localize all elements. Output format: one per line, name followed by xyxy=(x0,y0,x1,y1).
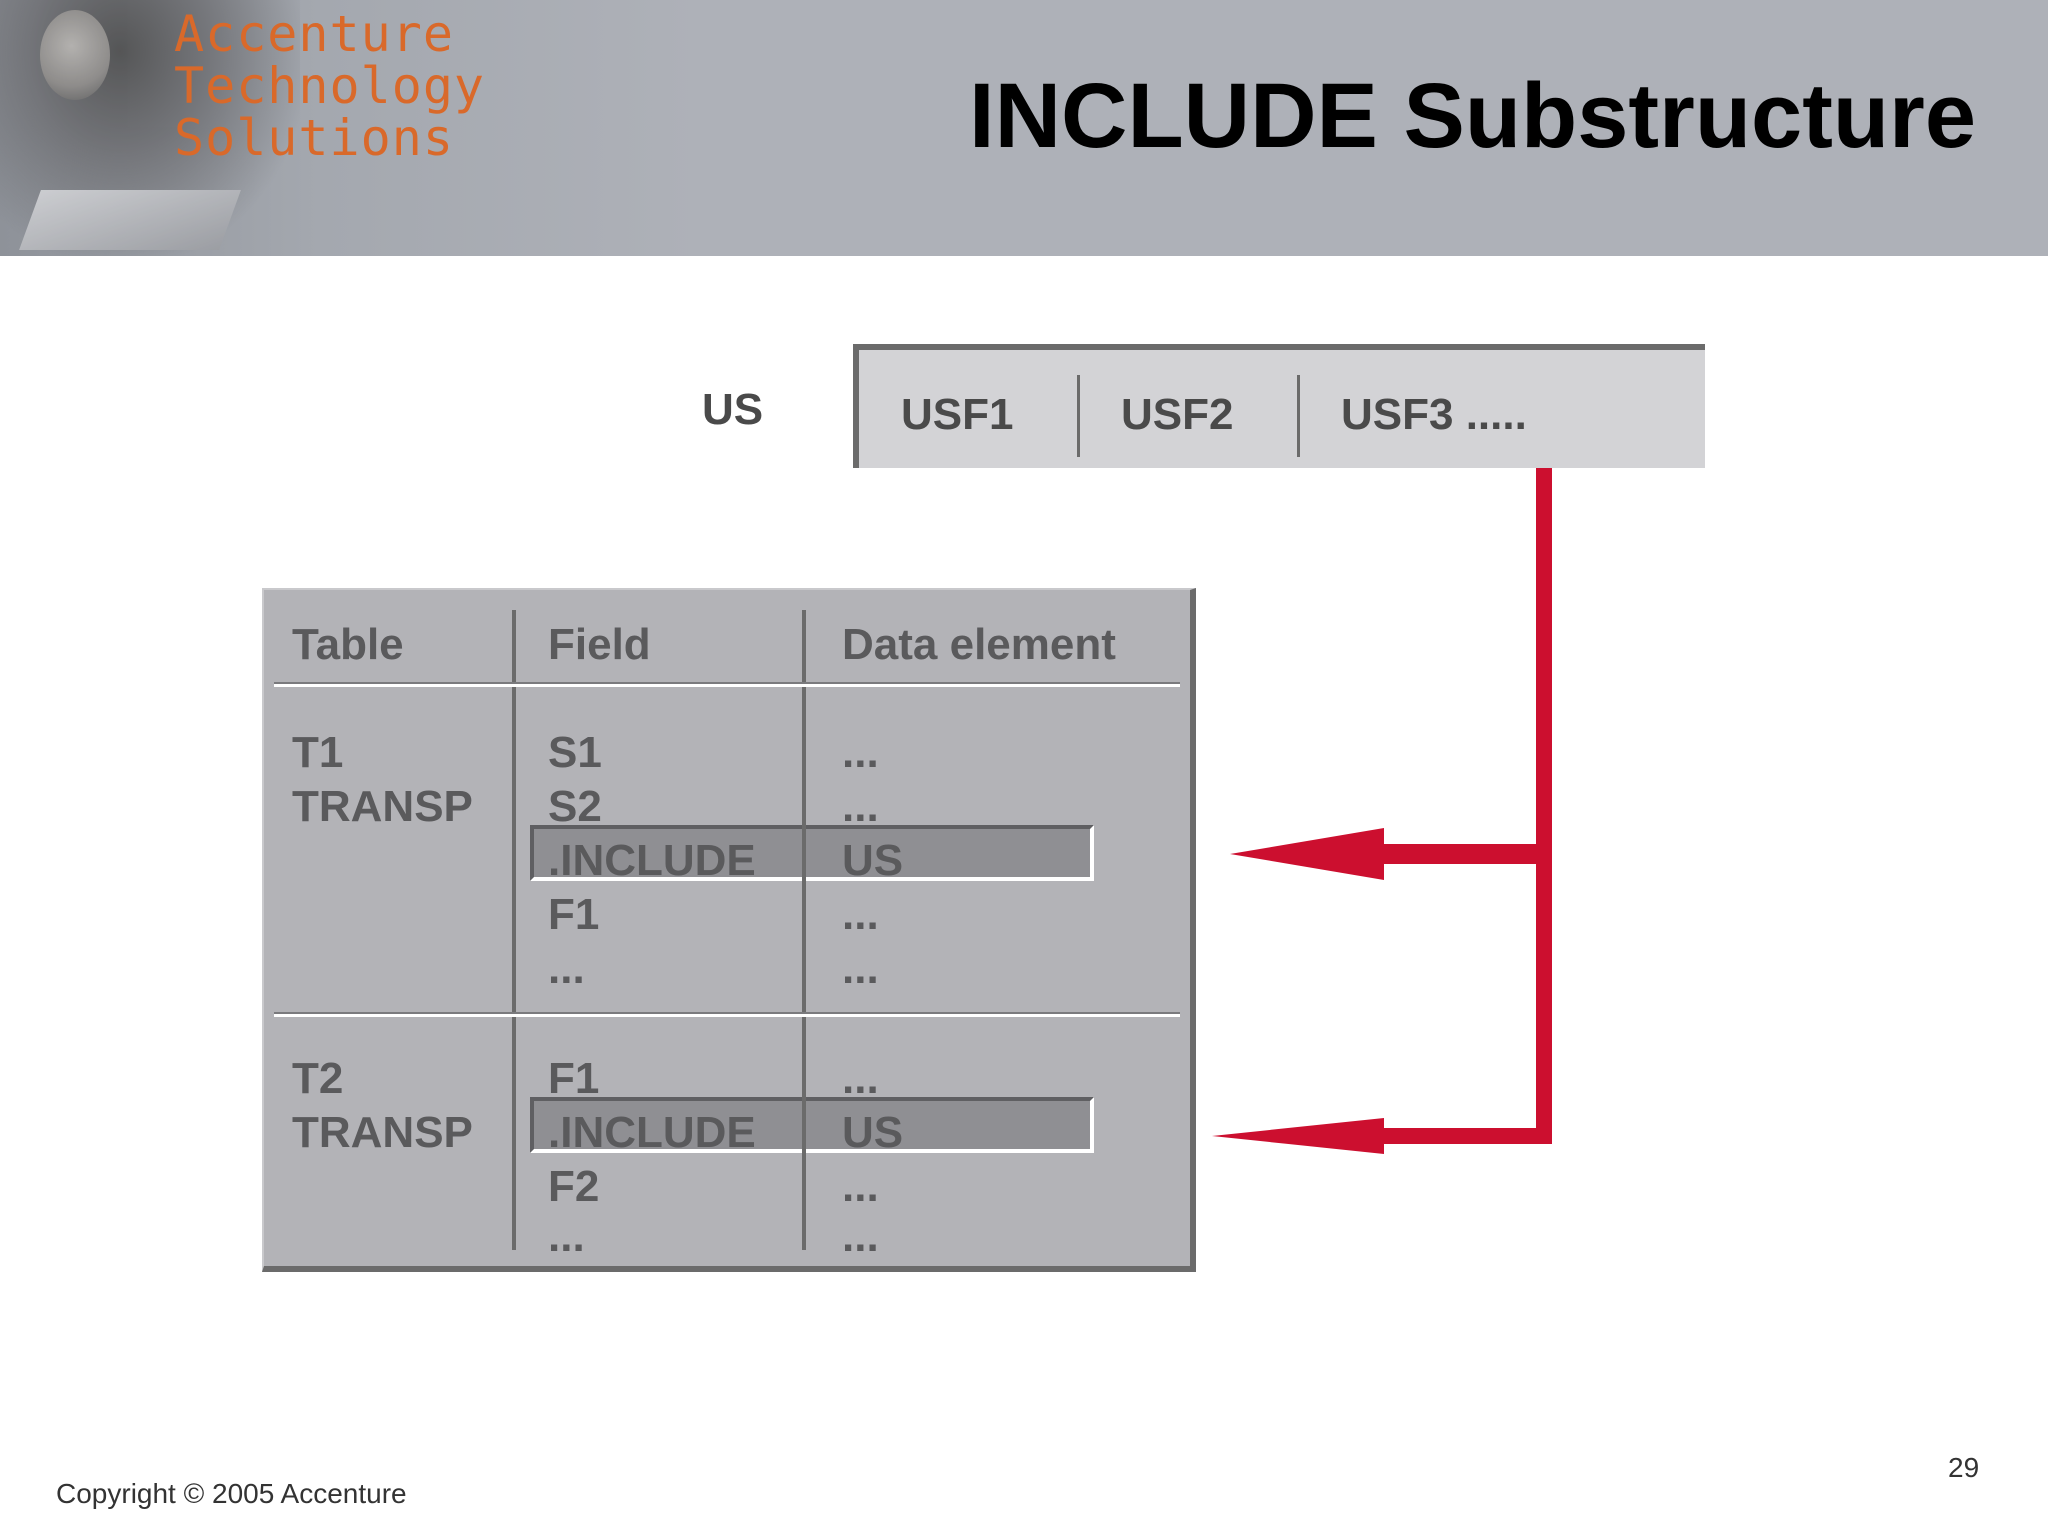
column-divider xyxy=(512,610,516,1250)
accenture-logo: Accenture Technology Solutions xyxy=(174,8,485,164)
table-type-t1: TRANSP xyxy=(292,782,473,831)
field-divider xyxy=(1297,375,1300,457)
field-cell: F1 xyxy=(548,1054,600,1103)
slide-header: Accenture Technology Solutions INCLUDE S… xyxy=(0,0,2048,256)
column-divider xyxy=(802,610,806,1250)
field-cell: S2 xyxy=(548,782,602,831)
include-field-cell: .INCLUDE xyxy=(548,1108,756,1157)
header-photo xyxy=(0,0,300,256)
include-table: Table Field Data element T1 TRANSP S1 ..… xyxy=(262,588,1196,1272)
structure-field-3: USF3 ..... xyxy=(1341,390,1527,439)
connector-branch-2 xyxy=(1380,1128,1552,1144)
element-cell: ... xyxy=(842,1162,879,1211)
include-highlight-t2 xyxy=(530,1097,1094,1153)
logo-line-2: Technology xyxy=(174,57,486,115)
field-cell: F1 xyxy=(548,890,600,939)
page-number: 29 xyxy=(1948,1452,1980,1483)
table-name-t2: T2 xyxy=(292,1054,344,1103)
header-field: Field xyxy=(548,620,651,669)
copyright-text: Copyright © 2005 Accenture xyxy=(56,1478,407,1509)
field-cell: ... xyxy=(548,944,585,993)
include-field-cell: .INCLUDE xyxy=(548,836,756,885)
structure-field-2: USF2 xyxy=(1121,390,1234,439)
table-type-t2: TRANSP xyxy=(292,1108,473,1157)
logo-line-1: Accenture xyxy=(174,5,454,63)
arrowhead-2 xyxy=(1212,1118,1384,1154)
structure-name: US xyxy=(702,385,764,434)
slide-title: INCLUDE Substructure xyxy=(969,65,1976,167)
element-cell: ... xyxy=(842,1212,879,1261)
table-name-t1: T1 xyxy=(292,728,344,777)
element-cell: ... xyxy=(842,782,879,831)
group-divider xyxy=(274,1012,1180,1017)
structure-field-1: USF1 xyxy=(901,390,1014,439)
logo-line-3: Solutions xyxy=(174,109,454,167)
field-divider xyxy=(1077,375,1080,457)
field-cell: S1 xyxy=(548,728,602,777)
field-cell: ... xyxy=(548,1212,585,1261)
header-table: Table xyxy=(292,620,404,669)
element-cell: ... xyxy=(842,890,879,939)
person-image xyxy=(40,10,110,100)
structure-fields-bar: USF1 USF2 USF3 ..... xyxy=(853,344,1705,468)
header-divider xyxy=(274,682,1180,687)
include-element-cell: US xyxy=(842,1108,904,1157)
header-data-element: Data element xyxy=(842,620,1116,669)
connector-branch-1 xyxy=(1380,844,1552,864)
element-cell: ... xyxy=(842,728,879,777)
include-highlight-t1 xyxy=(530,825,1094,881)
include-element-cell: US xyxy=(842,836,904,885)
element-cell: ... xyxy=(842,944,879,993)
arrowhead-1 xyxy=(1230,828,1384,880)
field-cell: F2 xyxy=(548,1162,600,1211)
connector-vertical-line xyxy=(1536,468,1552,1144)
element-cell: ... xyxy=(842,1054,879,1103)
